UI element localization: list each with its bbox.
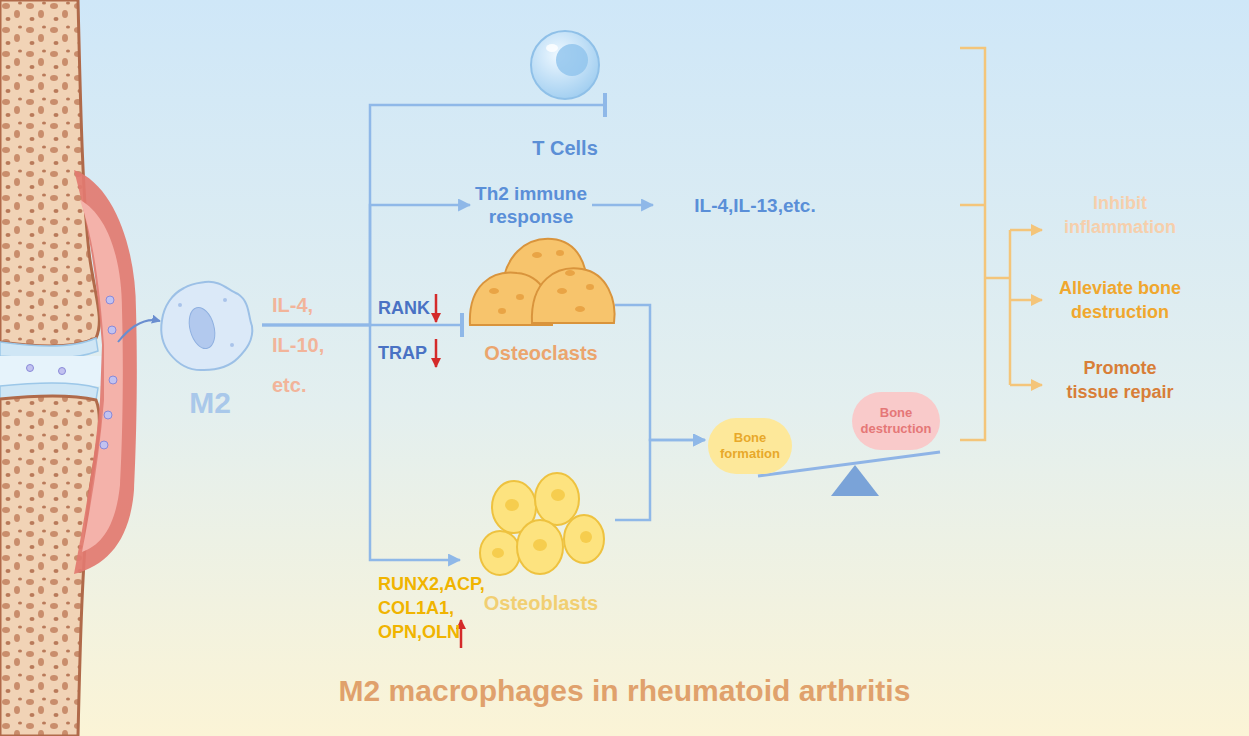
outcome-arrow <box>1010 299 1042 302</box>
osteoclast-nucleus <box>498 308 506 314</box>
osteoclast-nucleus <box>556 250 564 256</box>
outcome-node: Promote tissue repair <box>1055 354 1185 406</box>
seesaw-fulcrum <box>831 465 879 496</box>
node-text: Osteoblasts <box>484 591 598 615</box>
cell-node: Osteoblasts <box>462 465 620 615</box>
osteoblast-cell <box>564 515 604 563</box>
macrophage-node: M2 <box>158 276 262 420</box>
synovial-cell <box>109 376 117 384</box>
outcome-node: Alleviate bone destruction <box>1045 274 1195 326</box>
marker-label: RANK <box>378 296 438 320</box>
cytokine-node: IL-4,IL-13,etc. <box>655 190 855 220</box>
decrease-arrow <box>435 339 438 367</box>
osteoblast-cell <box>517 520 563 574</box>
cartilage <box>0 338 98 358</box>
migration-arrow <box>118 320 160 342</box>
connector <box>615 440 705 520</box>
gene-label: RUNX2,ACP, COL1A1, OPN,OLN <box>378 572 498 644</box>
node-text: Bone formation <box>712 430 788 462</box>
cell-granule <box>178 303 182 307</box>
connector <box>262 105 605 325</box>
outcome-arrow <box>1010 384 1042 387</box>
node-text: Th2 immune response <box>470 182 592 228</box>
osteoclast-cluster <box>470 239 615 325</box>
connector <box>592 204 653 207</box>
node-text: Osteoclasts <box>484 341 597 365</box>
increase-arrow <box>460 620 463 648</box>
osteoclast-nucleus <box>532 252 542 258</box>
node-text: Inhibit inflammation <box>1060 191 1180 239</box>
joint-space <box>0 356 104 386</box>
synovial-cell <box>59 368 66 375</box>
synovial-cell <box>100 441 108 449</box>
node-text: Alleviate bone destruction <box>1045 276 1195 324</box>
summary-bracket <box>960 48 1010 440</box>
osteoblast-nucleus <box>505 499 519 511</box>
decrease-arrow <box>435 294 438 322</box>
marker-label: TRAP <box>378 341 438 365</box>
osteoclast-nucleus <box>586 284 594 290</box>
cell-nucleus <box>556 44 588 76</box>
osteoclast-nucleus <box>557 288 567 294</box>
upper-bone <box>0 0 99 346</box>
node-text: Promote tissue repair <box>1055 356 1185 404</box>
osteoblast-cell <box>535 473 579 525</box>
synovial-cell <box>27 365 34 372</box>
connector <box>615 305 705 440</box>
cell-highlight <box>546 44 558 52</box>
node-text: M2 <box>189 386 231 420</box>
macrophage-cell <box>161 282 252 370</box>
cytokine-label: IL-4, IL-10, etc. <box>272 285 338 405</box>
outcome-arrow <box>1010 229 1042 232</box>
outcome-node: Inhibit inflammation <box>1060 189 1180 241</box>
t-cell <box>531 31 599 99</box>
node-text: T Cells <box>532 136 598 160</box>
osteoclast-nucleus <box>575 306 585 312</box>
osteoclast-nucleus <box>565 270 575 276</box>
osteoclast-cell <box>532 268 615 323</box>
diagram-title: M2 macrophages in rheumatoid arthritis <box>0 674 1249 708</box>
synovial-cell <box>106 296 114 304</box>
cell-node: T Cells <box>525 28 605 160</box>
cell-nucleus <box>185 305 219 352</box>
osteoblast-cluster <box>480 473 604 575</box>
osteoclast-nucleus <box>489 288 499 294</box>
node-text: Bone destruction <box>856 405 936 437</box>
osteoblast-nucleus <box>551 489 565 501</box>
osteoblast-nucleus <box>492 548 504 558</box>
synovium-lining <box>80 200 123 552</box>
cell-granule <box>223 298 227 302</box>
balance-pill: Bone destruction <box>852 392 940 450</box>
synovial-cell <box>108 326 116 334</box>
osteoclast-nucleus <box>516 294 524 300</box>
osteoblast-cell <box>480 531 520 575</box>
balance-pill: Bone formation <box>708 418 792 474</box>
cell-granule <box>230 343 234 347</box>
node-text: IL-4,IL-13,etc. <box>694 194 815 217</box>
synovial-cell <box>104 411 112 419</box>
osteoblast-nucleus <box>533 539 547 551</box>
connector <box>262 325 460 560</box>
response-node: Th2 immune response <box>470 180 592 230</box>
cell-node: Osteoclasts <box>462 225 620 365</box>
synovium <box>74 170 137 574</box>
osteoblast-nucleus <box>580 531 592 543</box>
